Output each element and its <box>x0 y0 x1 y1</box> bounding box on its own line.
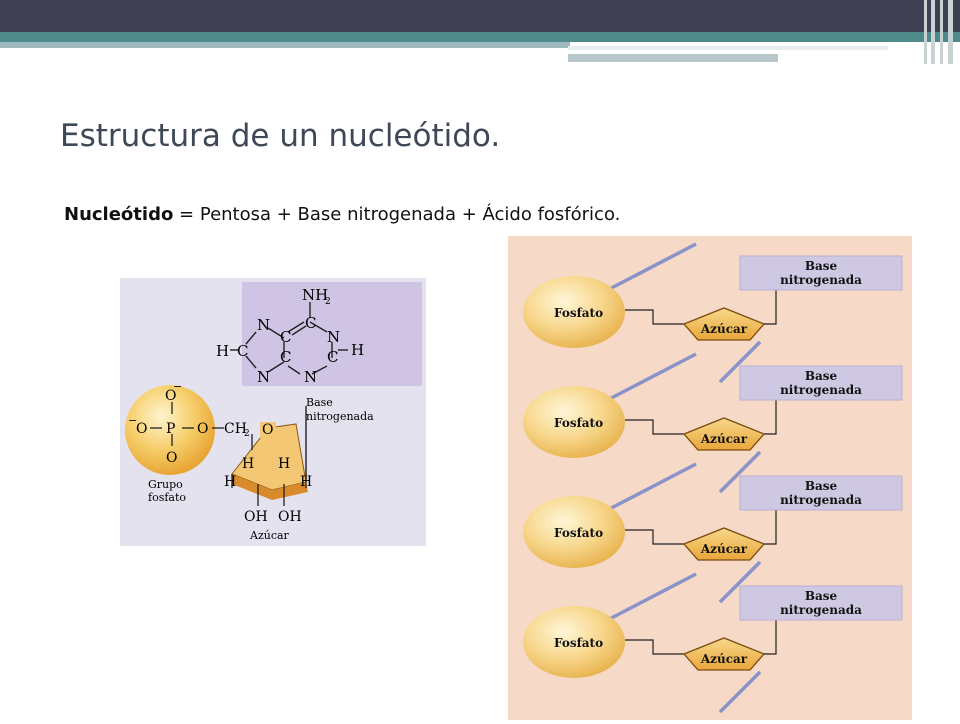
nucleotide-structure-svg: NH 2 C N C H N C C N C H N Base nitrogen… <box>120 278 426 546</box>
sugar-label: Azúcar <box>700 432 748 446</box>
base-label-2: nitrogenada <box>306 410 374 423</box>
sugar-label: Azúcar <box>700 322 748 336</box>
strand-segment-up <box>595 462 697 518</box>
ring-oxygen-bg <box>260 422 276 438</box>
base-label-1: Base <box>805 589 838 603</box>
strand-segment-down <box>718 340 762 384</box>
sugar-pentagon <box>682 307 766 341</box>
atom-nh2-sub: 2 <box>325 297 331 307</box>
phosphate-sphere <box>523 606 625 678</box>
sugar-ring-edge <box>232 474 308 500</box>
atom-oh-2: OH <box>278 509 302 525</box>
atom-o-top: O <box>165 388 176 404</box>
atom-c8: C <box>237 342 248 360</box>
atom-n9: N <box>257 368 270 386</box>
sugar-label: Azúcar <box>700 542 748 556</box>
atom-ch2: CH <box>224 421 247 437</box>
atom-oh-1: OH <box>244 509 268 525</box>
phosphate-sugar-bond <box>625 529 684 545</box>
atom-h2: H <box>351 341 364 359</box>
phosphate-label: Fosfato <box>554 526 603 540</box>
phosphate-label: Fosfato <box>554 416 603 430</box>
accent-band <box>0 32 960 42</box>
strand-segment-up <box>595 352 697 408</box>
nucleotide-structure-figure: NH 2 C N C H N C C N C H N Base nitrogen… <box>120 278 426 546</box>
sugar-bonds <box>231 434 307 506</box>
top-bar <box>0 0 960 32</box>
phosphate-sugar-bond <box>625 639 684 655</box>
phosphate-label: Fosfato <box>554 636 603 650</box>
atom-c2: C <box>327 348 338 366</box>
charge-left: − <box>128 414 137 427</box>
base-label-1: Base <box>805 479 838 493</box>
subtitle-definition: = Pentosa + Base nitrogenada + Ácido fos… <box>173 204 621 225</box>
atom-c4: C <box>280 348 291 366</box>
atom-h-3: H <box>224 474 236 490</box>
phosphate-sphere <box>523 276 625 348</box>
base-label-1: Base <box>805 369 838 383</box>
atom-p: P <box>166 421 175 437</box>
sugar-pentagon <box>682 527 766 561</box>
base-box <box>739 255 903 291</box>
phosphate-sugar-bond <box>625 419 684 435</box>
phosphate-label-2: fosfato <box>148 491 186 504</box>
base-label-2: nitrogenada <box>780 383 862 397</box>
atom-h-2: H <box>278 456 290 472</box>
base-box <box>242 282 422 386</box>
polynucleotide-chain-svg: FosfatoAzúcarBasenitrogenadaFosfatoAzúca… <box>508 236 912 720</box>
phosphate-sphere <box>523 496 625 568</box>
strand-segment-up <box>595 242 697 298</box>
strand-segment-up <box>595 572 697 628</box>
phosphate-sphere <box>523 386 625 458</box>
atom-ring-o: O <box>262 422 273 438</box>
atom-ch2-sub: 2 <box>244 429 250 439</box>
atom-nh2: NH <box>302 286 328 304</box>
atom-h8: H <box>216 342 229 360</box>
slide-subtitle: Nucleótido = Pentosa + Base nitrogenada … <box>64 204 620 225</box>
accent-band-short <box>568 54 778 62</box>
charge-top: − <box>173 380 182 393</box>
atom-o-bridge: O <box>197 421 208 437</box>
strand-segment-down <box>718 450 762 494</box>
atom-o-bottom: O <box>166 450 177 466</box>
strand-segment-down <box>718 670 762 714</box>
base-label-2: nitrogenada <box>780 493 862 507</box>
subtitle-term: Nucleótido <box>64 204 174 225</box>
atom-n3: N <box>304 368 317 386</box>
accent-band-thin <box>568 46 888 50</box>
atom-h-1: H <box>242 456 254 472</box>
base-label-1: Base <box>805 259 838 273</box>
atom-h-4: H <box>300 474 312 490</box>
phosphate-label-1: Grupo <box>148 478 183 491</box>
phosphate-bonds <box>150 402 224 446</box>
strand-segment-down <box>718 560 762 604</box>
atom-n1: N <box>327 328 340 346</box>
phosphate-label: Fosfato <box>554 306 603 320</box>
sugar-label: Azúcar <box>249 529 290 542</box>
atom-c5: C <box>280 328 291 346</box>
slide-title: Estructura de un nucleótido. <box>60 118 501 154</box>
sugar-pentagon <box>682 417 766 451</box>
base-label-2: nitrogenada <box>780 603 862 617</box>
phosphate-sugar-bond <box>625 309 684 325</box>
base-box <box>739 585 903 621</box>
sugar-pentagon <box>682 637 766 671</box>
atom-o-left: O <box>136 421 147 437</box>
atom-c6: C <box>305 314 316 332</box>
base-label-2: nitrogenada <box>780 273 862 287</box>
base-label-1: Base <box>306 396 333 409</box>
accent-band-light <box>0 42 570 48</box>
atom-n7: N <box>257 316 270 334</box>
corner-decoration <box>920 0 960 64</box>
sugar-label: Azúcar <box>700 652 748 666</box>
phosphate-sphere <box>125 385 215 475</box>
base-box <box>739 475 903 511</box>
purine-ring-bonds <box>230 302 348 482</box>
base-box <box>739 365 903 401</box>
